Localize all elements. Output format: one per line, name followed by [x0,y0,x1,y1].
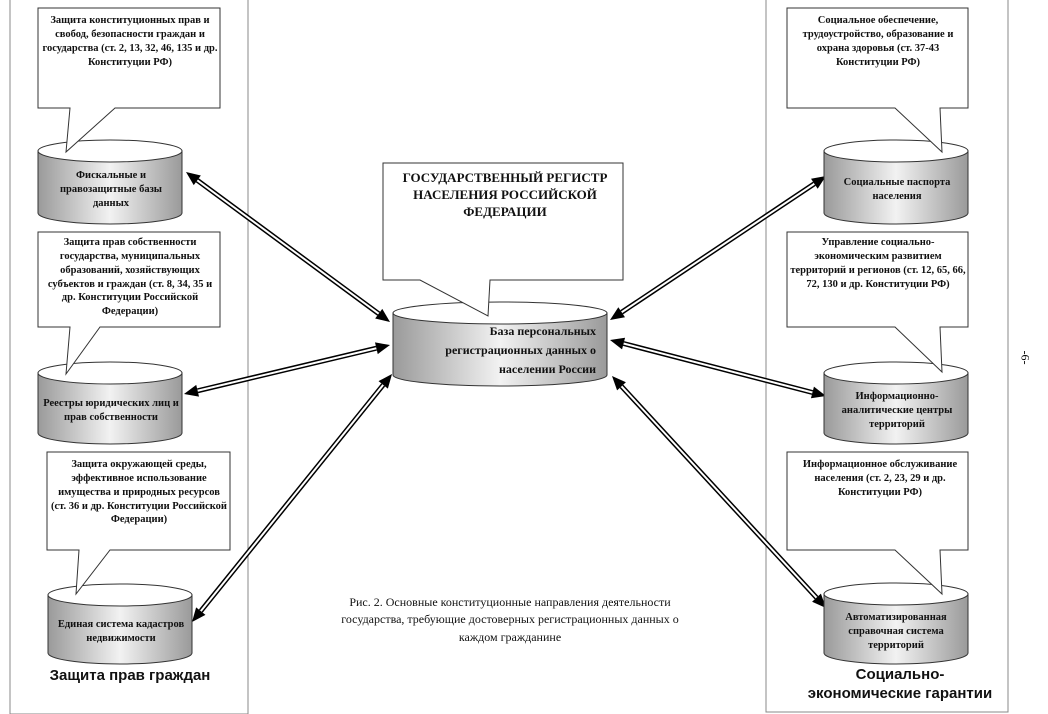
cylinder-left-1 [37,139,183,225]
arrow-left-1-head-end [375,308,390,322]
arrow-left-1-head-start [186,172,201,186]
arrow-right-2-inner [623,342,813,394]
right-group-frame [765,0,1009,713]
callout-left-3: Защита окружающей среды, эффективное исп… [51,459,227,526]
cylinder-right-3-top [823,582,969,606]
left-group-frame [9,0,249,714]
cylinder-right-3-body [823,593,969,665]
callout-shape-left-2 [37,231,221,376]
arrow-right-1-inner [621,182,815,314]
database-central: База персональных регистрационных данных… [445,324,596,377]
arrow-left-3-head-end [378,374,392,389]
database-reference-system: Автоматизированная справочная система те… [845,612,947,651]
arrow-right-3-head-start [612,376,626,391]
database-cadastre: Единая система кадастров недвижимости [57,619,185,644]
callout-right-3: Информационное обслуживание населения (с… [802,459,958,498]
arrow-right-3-head-end [812,593,826,608]
cylinder-right-2 [823,361,969,445]
database-analytic-centers: Информационно-аналитические центры терри… [841,391,953,430]
cylinder-left-2 [37,361,183,445]
center-title: ГОСУДАРСТВЕННЫЙ РЕГИСТР НАСЕЛЕНИЯ РОССИЙ… [402,170,608,219]
callout-shape-left-3 [46,451,231,596]
arrow-left-2-head-end [374,342,390,355]
arrow-left-2-head-start [184,384,200,397]
page-number: -6- [1018,350,1033,365]
cylinder-right-1-top [823,139,969,163]
cylinder-left-3-top [47,583,193,607]
cylinder-central-body [392,312,608,387]
cylinder-right-2-body [823,372,969,445]
cylinder-left-2-body [37,372,183,445]
arrow-right-2-head-start [610,337,626,350]
callout-shape-right-1 [786,7,969,154]
cylinder-central-top [392,301,608,325]
database-registries: Реестры юридических лиц и прав собственн… [43,398,179,423]
figure-caption: Рис. 2. Основные конституционные направл… [341,595,679,644]
callout-shape-right-3 [786,451,969,596]
arrow-left-3-head-start [192,607,206,622]
cylinder-central [392,301,608,387]
arrow-right-3-inner [620,385,818,599]
arrow-left-1-inner [196,179,380,315]
cylinder-right-3 [823,582,969,665]
arrow-left-2 [184,342,390,397]
arrow-right-3 [612,376,826,608]
arrow-right-1-head-start [610,307,625,320]
arrow-left-2-inner [197,347,377,392]
callout-shape-left-1 [37,7,221,154]
callout-shape-right-2 [786,231,969,374]
cylinder-left-2-top [37,361,183,385]
arrow-right-2-head-end [810,386,826,399]
left-group-label: Защита прав граждан [49,667,211,684]
arrow-left-3-inner [200,384,384,612]
cylinder-left-3-body [47,594,193,665]
database-social-passports: Социальные паспорта населения [843,177,951,202]
arrow-left-1 [186,172,390,322]
arrow-right-1 [610,176,826,320]
cylinder-right-1-body [823,150,969,225]
database-fiscal: Фискальные и правозащитные базы данных [60,170,162,209]
arrow-left-3 [192,374,392,622]
callout-left-2: Защита прав собственности государства, м… [47,237,213,318]
arrow-right-2 [610,337,826,399]
cylinder-right-2-top [823,361,969,385]
cylinder-left-1-top [37,139,183,163]
right-group-label: Социально-экономические гарантии [807,666,993,702]
cylinder-left-1-body [37,150,183,225]
callout-shape-center [382,162,624,317]
cylinder-right-1 [823,139,969,225]
callout-right-1: Социальное обеспечение, трудоустройство,… [802,15,954,68]
cylinder-left-3 [47,583,193,665]
callout-left-1: Защита конституционных прав и свобод, бе… [42,15,218,68]
callout-right-2: Управление социально-экономическим разви… [790,237,966,290]
arrow-right-1-head-end [811,176,826,189]
